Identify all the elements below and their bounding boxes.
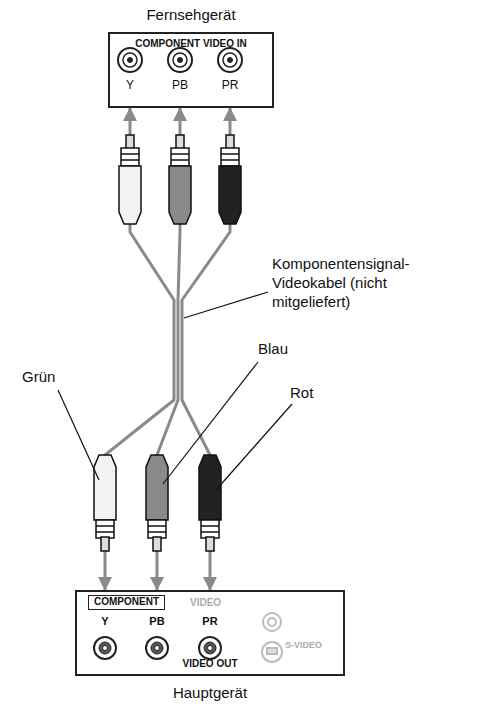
jack-label: Y: [101, 615, 108, 629]
bottom-plugs: [94, 455, 221, 551]
jack-label: PR: [222, 78, 239, 93]
section-label: VIDEO: [190, 597, 221, 610]
jack-label: Y: [126, 78, 134, 93]
device-title: Hauptgerät: [77, 684, 343, 701]
color-callout: Grün: [22, 368, 55, 387]
color-callout: Rot: [290, 384, 313, 403]
jack-label: PR: [202, 615, 217, 629]
plug: [219, 135, 241, 224]
jack-label: PB: [172, 78, 188, 93]
plug: [169, 135, 191, 224]
tv-jacks: [118, 48, 242, 72]
device-title: Fernsehgerät: [110, 6, 272, 23]
panel-label: COMPONENT VIDEO IN: [110, 38, 272, 49]
cable-callout: Komponentensignal-Videokabel (nicht mitg…: [272, 255, 462, 311]
plug: [199, 455, 221, 551]
greyed-jacks: [262, 613, 282, 662]
plug: [146, 455, 168, 551]
top-plugs: [119, 135, 241, 224]
section-label: COMPONENT: [88, 595, 165, 610]
plug: [119, 135, 141, 224]
jack-label: S-VIDEO: [285, 640, 322, 651]
color-callout: Blau: [258, 340, 288, 359]
plug: [94, 455, 116, 551]
unit-jacks: [94, 637, 221, 659]
panel-label: VIDEO OUT: [77, 658, 343, 669]
jack-label: PB: [149, 615, 164, 629]
leader-lines: [58, 292, 292, 490]
tv-panel: FernsehgerätCOMPONENT VIDEO IN: [108, 32, 274, 108]
